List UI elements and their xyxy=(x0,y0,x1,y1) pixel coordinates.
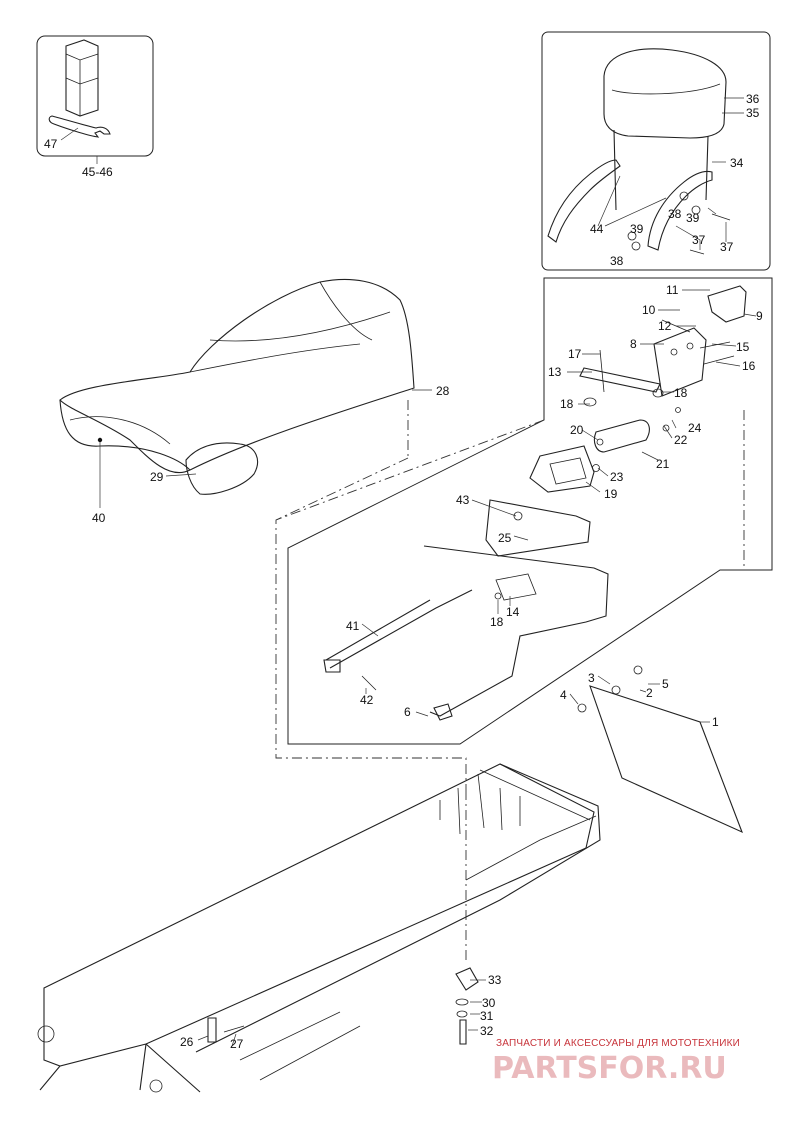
toolkit-inset xyxy=(36,35,154,164)
label-26: 26 xyxy=(180,1035,194,1049)
seat xyxy=(59,278,432,508)
label-23: 23 xyxy=(610,470,624,484)
label-1: 1 xyxy=(712,715,719,729)
label-24: 24 xyxy=(688,421,702,435)
watermark-caption: ЗАПЧАСТИ И АКСЕССУАРЫ ДЛЯ МОТОТЕХНИКИ xyxy=(496,1038,740,1049)
label-30: 30 xyxy=(482,996,496,1010)
label-42: 42 xyxy=(360,693,374,707)
label-27: 27 xyxy=(230,1037,244,1051)
label-33: 33 xyxy=(488,973,502,987)
part-labels: 47 45-46 36 35 34 38 39 44 39 37 37 38 1… xyxy=(44,92,763,1051)
backrest-inset xyxy=(541,31,771,271)
label-14: 14 xyxy=(506,605,520,619)
label-16: 16 xyxy=(742,359,756,373)
label-21: 21 xyxy=(656,457,670,471)
label-34: 34 xyxy=(730,156,744,170)
label-18c: 18 xyxy=(490,615,504,629)
rack-assembly-frame xyxy=(275,277,773,790)
label-40: 40 xyxy=(92,511,106,525)
label-2: 2 xyxy=(646,686,653,700)
label-5: 5 xyxy=(662,677,669,691)
label-11: 11 xyxy=(666,283,679,297)
label-31: 31 xyxy=(480,1009,494,1023)
label-18b: 18 xyxy=(560,397,574,411)
label-38b: 38 xyxy=(610,254,624,268)
label-45-46: 45-46 xyxy=(82,165,113,179)
label-37a: 37 xyxy=(692,233,706,247)
label-13: 13 xyxy=(548,365,562,379)
label-20: 20 xyxy=(570,423,584,437)
label-36: 36 xyxy=(746,92,760,106)
label-15: 15 xyxy=(736,340,750,354)
label-17: 17 xyxy=(568,347,582,361)
label-25: 25 xyxy=(498,531,512,545)
label-35: 35 xyxy=(746,106,760,120)
label-43: 43 xyxy=(456,493,470,507)
label-29: 29 xyxy=(150,470,164,484)
label-10: 10 xyxy=(642,303,656,317)
tunnel xyxy=(37,763,601,1093)
label-28: 28 xyxy=(436,384,450,398)
label-44: 44 xyxy=(590,222,604,236)
rack-hardware xyxy=(323,285,757,834)
label-19: 19 xyxy=(604,487,618,501)
watermark-brand: PARTSFOR.RU xyxy=(492,1051,727,1086)
label-6: 6 xyxy=(404,705,411,719)
label-39b: 39 xyxy=(630,222,644,236)
label-39a: 39 xyxy=(686,211,700,225)
label-18a: 18 xyxy=(674,386,688,400)
label-41: 41 xyxy=(346,619,360,633)
label-47: 47 xyxy=(44,137,58,151)
label-37b: 37 xyxy=(720,240,734,254)
label-38a: 38 xyxy=(668,207,682,221)
label-22: 22 xyxy=(674,433,688,447)
label-4: 4 xyxy=(560,688,567,702)
label-9: 9 xyxy=(756,309,763,323)
watermark: ЗАПЧАСТИ И АКСЕССУАРЫ ДЛЯ МОТОТЕХНИКИ PA… xyxy=(492,1038,740,1086)
label-12: 12 xyxy=(658,319,672,333)
label-32: 32 xyxy=(480,1024,494,1038)
label-8: 8 xyxy=(630,337,637,351)
label-3: 3 xyxy=(588,671,595,685)
